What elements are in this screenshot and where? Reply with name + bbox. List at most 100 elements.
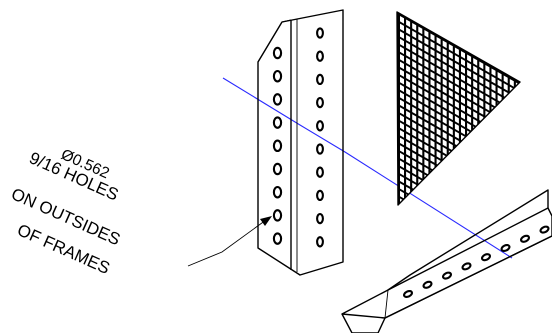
mesh-perforation bbox=[497, 163, 502, 171]
mesh-perforation bbox=[509, 109, 514, 118]
mesh-perforation bbox=[491, 174, 496, 183]
mesh-perforation bbox=[491, 182, 496, 191]
mesh-perforation bbox=[442, 162, 447, 170]
mesh-perforation bbox=[412, 137, 417, 145]
mesh-perforation bbox=[412, 159, 417, 168]
mesh-perforation bbox=[400, 99, 404, 108]
mesh-perforation bbox=[424, 159, 429, 167]
mesh-perforation bbox=[448, 165, 453, 174]
mesh-perforation bbox=[418, 34, 423, 42]
mesh-perforation bbox=[515, 105, 520, 113]
mesh-perforation bbox=[424, 90, 429, 99]
mesh-perforation bbox=[418, 201, 423, 205]
mesh-perforation bbox=[430, 117, 435, 125]
mesh-perforation bbox=[461, 203, 465, 205]
mesh-perforation bbox=[431, 224, 435, 232]
mesh-perforation bbox=[449, 226, 453, 234]
mesh-perforation bbox=[424, 75, 429, 84]
mesh-perforation bbox=[430, 109, 435, 118]
frame-hole bbox=[316, 143, 324, 155]
mesh-perforation bbox=[473, 179, 478, 188]
mesh-perforation bbox=[448, 74, 453, 83]
mesh-perforation bbox=[479, 206, 483, 214]
mesh-perforation bbox=[461, 211, 465, 219]
mesh-perforation bbox=[424, 212, 428, 220]
mesh-perforation bbox=[473, 88, 478, 97]
mesh-perforation bbox=[437, 212, 441, 220]
mesh-perforation bbox=[454, 62, 459, 71]
mesh-perforation bbox=[406, 118, 411, 126]
mesh-perforation bbox=[412, 129, 417, 138]
mesh-perforation bbox=[406, 186, 411, 195]
mesh-perforation bbox=[454, 199, 459, 205]
mesh-perforation bbox=[491, 197, 496, 205]
mesh-perforation bbox=[406, 95, 411, 104]
mesh-perforation bbox=[418, 110, 423, 118]
frame-hole bbox=[272, 93, 283, 106]
mesh-perforation bbox=[406, 65, 411, 73]
mesh-perforation bbox=[412, 38, 417, 46]
mesh-perforation bbox=[442, 48, 447, 56]
mesh-perforation bbox=[473, 225, 477, 233]
mesh-perforation bbox=[504, 220, 508, 228]
mesh-perforation bbox=[473, 172, 478, 180]
mesh-perforation bbox=[436, 59, 441, 68]
mesh-perforation bbox=[461, 119, 465, 128]
mesh-perforation bbox=[412, 23, 417, 31]
mesh-perforation bbox=[443, 231, 447, 239]
mesh-perforation bbox=[510, 231, 514, 239]
mesh-perforation bbox=[424, 68, 429, 76]
mesh-perforation bbox=[473, 96, 478, 104]
mesh-perforation bbox=[412, 45, 417, 54]
mesh-perforation bbox=[400, 15, 404, 24]
mesh-perforation bbox=[467, 198, 472, 205]
mesh-perforation bbox=[442, 139, 447, 147]
mesh-perforation bbox=[503, 83, 508, 91]
mesh-perforation bbox=[455, 215, 459, 223]
mesh-perforation bbox=[479, 198, 484, 205]
mesh-perforation bbox=[461, 172, 465, 181]
mesh-perforation bbox=[424, 204, 429, 205]
mesh-perforation bbox=[467, 183, 472, 192]
mesh-perforation bbox=[400, 145, 404, 153]
mesh-perforation bbox=[424, 182, 429, 190]
mesh-perforation bbox=[485, 163, 490, 172]
mesh-perforation bbox=[418, 125, 423, 133]
mesh-perforation bbox=[497, 87, 502, 95]
mesh-perforation bbox=[448, 180, 453, 189]
mesh-perforation bbox=[467, 191, 472, 199]
mesh-perforation bbox=[418, 41, 423, 50]
mesh-perforation bbox=[515, 135, 520, 144]
mesh-perforation bbox=[461, 180, 465, 188]
mesh-perforation bbox=[491, 167, 496, 175]
mesh-perforation bbox=[491, 159, 496, 168]
mesh-perforation bbox=[400, 69, 404, 77]
mesh-perforation bbox=[497, 170, 502, 179]
mesh-perforation bbox=[479, 129, 484, 138]
mesh-perforation bbox=[418, 148, 423, 156]
mesh-perforation bbox=[436, 90, 441, 98]
mesh-perforation bbox=[418, 56, 423, 65]
mesh-perforation bbox=[461, 58, 465, 67]
mesh-perforation bbox=[503, 98, 508, 106]
rail-hole bbox=[442, 271, 452, 280]
mesh-perforation bbox=[430, 41, 435, 49]
mesh-perforation bbox=[473, 187, 478, 195]
mesh-perforation bbox=[448, 59, 453, 67]
mesh-perforation bbox=[509, 170, 514, 178]
mesh-perforation bbox=[418, 64, 423, 73]
mesh-perforation bbox=[467, 92, 472, 101]
mesh-perforation bbox=[424, 98, 429, 107]
mesh-perforation bbox=[515, 128, 520, 136]
mesh-perforation bbox=[473, 218, 477, 226]
mesh-perforation bbox=[497, 132, 502, 141]
rail-hole bbox=[481, 253, 491, 262]
mesh-perforation bbox=[485, 209, 489, 217]
frame-hole bbox=[316, 120, 324, 132]
mesh-perforation bbox=[418, 155, 423, 164]
mesh-perforation bbox=[406, 34, 411, 43]
mesh-perforation bbox=[448, 104, 453, 113]
mesh-perforation bbox=[473, 248, 477, 256]
mesh-perforation bbox=[454, 47, 459, 56]
mesh-perforation bbox=[406, 201, 411, 205]
